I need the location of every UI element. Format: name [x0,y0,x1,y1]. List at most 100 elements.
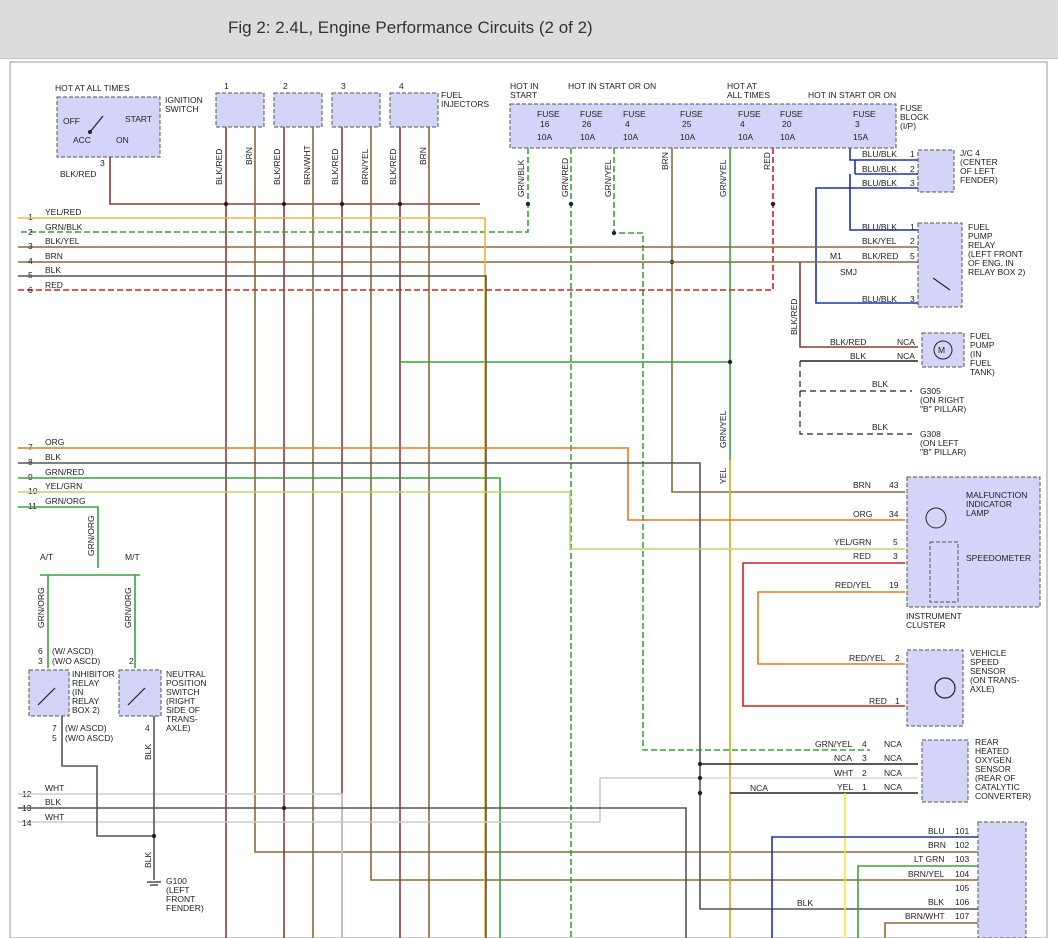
diagram-label: REAR [975,737,999,747]
diagram-label: GRN/BLK [45,222,83,232]
diagram-label: IGNITION [165,95,203,105]
diagram-label: HOT IN [510,81,539,91]
diagram-label: 10A [537,132,552,142]
diagram-label: NCA [897,351,915,361]
diagram-label: 19 [889,580,899,590]
diagram-label: OF ENG, IN [968,258,1014,268]
diagram-label: GRN/YEL [718,410,728,448]
diagram-label: 3 [38,656,43,666]
diagram-label: 2 [862,768,867,778]
diagram-label: 3 [341,81,346,91]
component-box [215,92,265,128]
title-bar: Fig 2: 2.4L, Engine Performance Circuits… [0,0,1058,59]
diagram-label: START [510,90,537,100]
diagram-label: A/T [40,552,53,562]
diagram-label: NCA [884,768,902,778]
diagram-label: YEL/GRN [834,537,871,547]
neutral-position-switch: 2 NEUTRAL POSITION SWITCH (RIGHT SIDE OF… [118,656,207,760]
diagram-label: 26 [582,119,592,129]
diagram-label: CONVERTER) [975,791,1031,801]
vehicle-speed-sensor: VEHICLE SPEED SENSOR (ON TRANS- AXLE) RE… [849,648,1020,727]
diagram-label: 20 [782,119,792,129]
diagram-label: AXLE) [970,684,995,694]
diagram-label: INSTRUMENT [906,611,962,621]
diagram-label: BLK/RED [330,149,340,185]
diagram-label: WHT [45,783,64,793]
diagram-label: FENDER) [960,175,998,185]
diagram-label: SPEEDOMETER [966,553,1031,563]
diagram-label: LT GRN [914,854,944,864]
diagram-label: ON [116,135,129,145]
diagram-label: FUEL [441,90,463,100]
diagram-label: 10A [680,132,695,142]
diagram-label: BRN [928,840,946,850]
diagram-label: BRN [244,147,254,165]
diagram-label: RED [869,696,887,706]
component-box [977,821,1027,938]
diagram-label: BLU/BLK [862,149,897,159]
diagram-label: (I/P) [900,121,916,131]
diagram-label: GRN/ORG [86,515,96,556]
diagram-label: 3 [100,158,105,168]
diagram-label: BLK [45,797,61,807]
diagram-label: WHT [45,812,64,822]
diagram-label: 4 [28,256,33,266]
transmission-selector-labels: A/T M/T GRN/ORG GRN/ORG GRN/ORG [36,515,140,628]
diagram-label: GRN/BLK [516,159,526,197]
diagram-label: TRANS- [166,714,198,724]
diagram-label: AXLE) [166,723,191,733]
diagram-label: 9 [28,472,33,482]
diagram-label: GRN/YEL [815,739,853,749]
diagram-label: 102 [955,840,969,850]
diagram-label: 14 [22,818,32,828]
diagram-label: GRN/RED [560,158,570,197]
diagram-label: 2 [28,227,33,237]
diagram-label: BLK/RED [862,251,898,261]
diagram-label: BLK [45,265,61,275]
diagram-label: FRONT [166,894,195,904]
diagram-label: BLU/BLK [862,164,897,174]
diagram-label: M1 [830,251,842,261]
diagram-label: TANK) [970,367,995,377]
component-box [917,149,955,193]
diagram-label: 103 [955,854,969,864]
diagram-label: SIDE OF [166,705,200,715]
diagram-label: BLK [872,422,888,432]
diagram-label: RED/YEL [849,653,886,663]
diagram-label: SENSOR [975,764,1011,774]
diagram-label: (ON TRANS- [970,675,1020,685]
diagram-label: 106 [955,897,969,907]
diagram-label: ORG [45,437,64,447]
diagram-label: BLU/BLK [862,222,897,232]
diagram-label: 25 [682,119,692,129]
diagram-label: 4 [625,119,630,129]
diagram-label: FUEL [970,358,992,368]
diagram-label: (ON RIGHT [920,395,964,405]
diagram-label: 101 [955,826,969,836]
diagram-label: 3 [28,241,33,251]
diagram-label: RELAY BOX 2) [968,267,1025,277]
diagram-label: BRN [418,147,428,165]
diagram-label: CATALYTIC [975,782,1020,792]
diagram-label: FUSE [853,109,876,119]
diagram-label: 2 [910,164,915,174]
grnyel-yel-vertical: GRN/YEL YEL [718,410,728,484]
diagram-label: 10A [580,132,595,142]
page-title: Fig 2: 2.4L, Engine Performance Circuits… [228,18,593,37]
diagram-label: 105 [955,883,969,893]
diagram-label: 15A [853,132,868,142]
diagram-label: RED [45,280,63,290]
diagram-label: 1 [224,81,229,91]
diagram-label: INJECTORS [441,99,489,109]
diagram-label: 10A [623,132,638,142]
diagram-label: BLU/BLK [862,294,897,304]
component-box [917,222,963,308]
diagram-label: 2 [129,656,134,666]
diagram-label: (RIGHT [166,696,195,706]
diagram-label: HOT AT [727,81,757,91]
diagram-label: (IN [72,687,83,697]
diagram-label: BLK/RED [830,337,866,347]
diagram-label: (LEFT FRONT [968,249,1023,259]
diagram-label: FUSE [900,103,923,113]
